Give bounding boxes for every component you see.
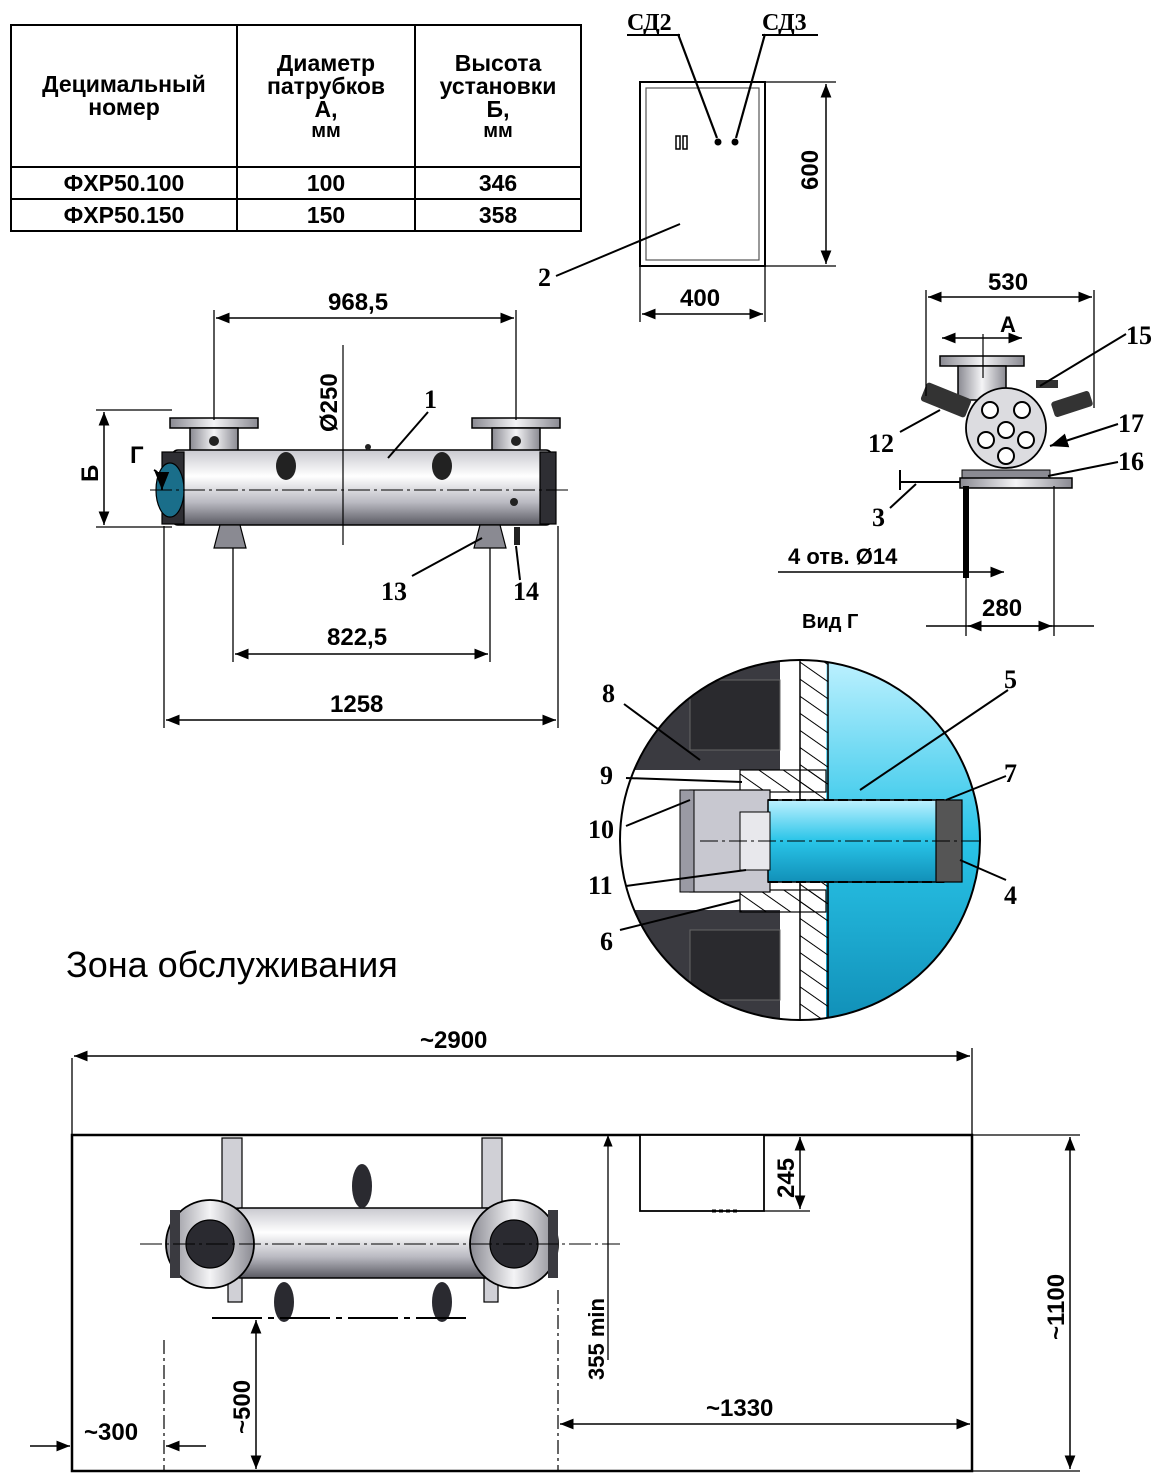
table-cell: 346 [414,166,582,200]
view-g-caption: Вид Г [802,611,858,633]
sensor-knob [276,452,296,480]
dim-pipe-span-label: 968,5 [328,289,388,316]
detail-view-g: 8 5 9 7 10 11 4 6 [588,659,1017,1021]
end-view: 530 А 15 12 17 16 3 4 отв. Ø14 280 Вид Г [778,269,1152,636]
callout-15: 15 [1126,321,1152,350]
control-cabinet: СД2 СД3 600 400 2 [538,10,836,322]
side-view: 968,5 Ø250 Б Г 1 13 14 822,5 1258 [77,289,570,728]
sensor-sd3-dot [731,138,739,146]
callout-11: 11 [588,871,613,900]
detail-circle [619,659,981,1021]
view-g-marker: Г [130,442,144,469]
table-cell: 100 [236,166,416,200]
callout-6: 6 [600,927,613,956]
dim-pipe-a-label: А [1000,312,1016,337]
dim-zone-length-label: ~2900 [420,1027,487,1054]
dim-left-clearance-label: ~300 [84,1419,138,1446]
header-pipe-diameter: Диаметр патрубков А, мм [236,24,416,168]
callout-17: 17 [1118,409,1144,438]
label-sd3: СД3 [762,10,807,36]
table-header-row: Децимальный номер Диаметр патрубков А, м… [10,24,582,168]
table-cell: ФХР50.100 [10,166,238,200]
callout-16: 16 [1118,447,1144,476]
dim-body-diameter-label: Ø250 [316,373,343,432]
sensor-sd2-dot [714,138,722,146]
end-flange [939,355,1025,367]
callout-2: 2 [538,263,551,292]
table-row: ФХР50.150 150 358 [10,198,582,232]
dim-cabinet-depth-label: 245 [773,1158,800,1198]
header-decimal-number: Децимальный номер [10,24,238,168]
callout-9: 9 [600,761,613,790]
support-foot [473,524,507,549]
table-cell: ФХР50.150 [10,198,238,232]
table-cell: 358 [414,198,582,232]
dim-height-b-label: Б [77,465,104,482]
callout-14: 14 [513,577,539,606]
cabinet-plan [639,1134,765,1212]
callout-13: 13 [381,577,407,606]
right-end-cap [539,451,557,525]
service-zone-title: Зона обслуживания [66,944,398,985]
dim-foot-span-label: 822,5 [327,624,387,651]
dim-zone-width-label: ~1100 [1043,1274,1070,1340]
leader-sd2 [676,33,719,139]
callout-8: 8 [602,679,615,708]
header-install-height: Высота установки Б, мм [414,24,582,168]
service-zone-plan: ~2900 ~1100 245 355 min ~500 [30,1027,1080,1473]
cabinet-door [645,87,760,261]
spec-table: Децимальный номер Диаметр патрубков А, м… [10,24,582,232]
callout-4: 4 [1004,881,1017,910]
dim-cabinet-height-label: 600 [797,150,824,190]
cabinet-indicator [675,135,681,150]
callout-1: 1 [424,385,437,414]
label-sd2: СД2 [627,10,672,36]
dim-end-width-label: 530 [988,269,1028,296]
mounting-base [959,477,1073,489]
callout-3: 3 [872,503,885,532]
callout-10: 10 [588,815,614,844]
dim-overall-length-label: 1258 [330,691,383,718]
dim-min-clearance-label: 355 min [584,1298,609,1380]
support-foot [213,524,247,549]
dim-base-width-label: 280 [982,595,1022,622]
holes-spec: 4 отв. Ø14 [788,544,898,569]
callout-7: 7 [1004,759,1017,788]
reactor-body [171,449,553,526]
sensor-housing [920,382,972,418]
dim-right-clearance-label: ~1330 [706,1395,773,1422]
table-row: ФХР50.100 100 346 [10,166,582,200]
reactor-plan-body [235,1207,493,1279]
cabinet-indicator [682,135,688,150]
service-zone-boundary [70,1133,974,1473]
sensor-housing [1051,390,1093,418]
table-cell: 150 [236,198,416,232]
callout-5: 5 [1004,665,1017,694]
leader-sd3 [734,33,767,139]
cabinet-outline [639,81,766,267]
dim-front-clearance-label: ~500 [229,1380,256,1434]
dim-cabinet-width-label: 400 [680,285,720,312]
callout-12: 12 [868,429,894,458]
sensor-knob [432,452,452,480]
